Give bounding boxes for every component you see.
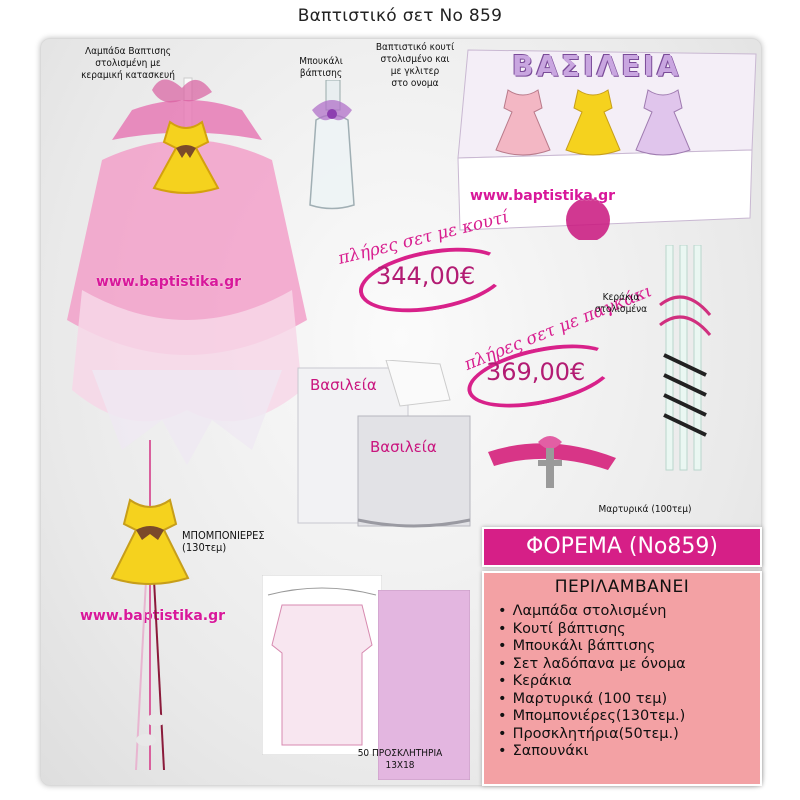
box-label: Βαπτιστικό κουτί στολισμένο και με γκλιτ… [375,42,455,89]
list-item: Κεράκια [498,673,760,691]
invitation-card-image [262,575,382,755]
price-bench-value: 369,00€ [486,358,586,386]
website-link-middle[interactable]: www.baptistika.gr [96,274,242,290]
linen-name-1: Βασιλεία [310,376,377,394]
includes-panel: ΠΕΡΙΛΑΜΒΑΝΕΙ Λαμπάδα στολισμένη Κουτί βά… [482,571,762,786]
list-item: Λαμπάδα στολισμένη [498,603,760,621]
envelope-image [378,590,470,780]
list-item: Μπομπονιέρες(130τεμ.) [498,708,760,726]
dress-ornament-icon [152,120,220,194]
candle-label: Λαμπάδα Βαπτισης στολισμένη με κεραμική … [81,46,175,81]
website-link-top[interactable]: www.baptistika.gr [470,188,616,204]
box-name: ΒΑΣΙΛΕΙΑ [512,50,682,83]
bomboniera-image [110,440,190,771]
invitation-label: 50 ΠΡΟΣΚΛΗΤΗΡΙΑ 13Χ18 [357,748,443,771]
list-item: Προσκλητήρια(50τεμ.) [498,726,760,744]
list-item: Μαρτυρικά (100 τεμ) [498,691,760,709]
martyrika-label: Μαρτυρικά (100τεμ) [598,504,692,515]
includes-list: Λαμπάδα στολισμένη Κουτί βάπτισης Μπουκά… [498,603,760,761]
baptism-box-image [457,49,757,240]
bomboniera-label: ΜΠΟΜΠΟΝΙΕΡΕΣ (130τεμ) [182,529,265,554]
oil-linen-set-image [297,360,471,528]
martyrika-cross-image [488,436,616,488]
page-title: Βαπτιστικό σετ Νο 859 [297,6,503,26]
baptism-bottle-image [309,80,355,210]
list-item: Σαπουνάκι [498,743,760,761]
list-item: Μπουκάλι βάπτισης [498,638,760,656]
decorated-candle-image [67,77,307,465]
price-box-value: 344,00€ [376,262,476,290]
linen-name-2: Βασιλεία [370,438,437,456]
includes-title: ΠΕΡΙΛΑΜΒΑΝΕΙ [554,577,690,597]
candles-label: Κεράκια στολισμένα [594,292,648,315]
list-item: Κουτί βάπτισης [498,621,760,639]
list-item: Σετ λαδόπανα με όνομα [498,656,760,674]
bottle-label: Μπουκάλι βάπτισης [299,56,343,79]
decorated-candles-image [659,245,712,471]
website-link-bottom[interactable]: www.baptistika.gr [80,608,226,624]
dress-model-banner: ΦΟΡΕΜΑ (Νο859) [482,527,762,567]
